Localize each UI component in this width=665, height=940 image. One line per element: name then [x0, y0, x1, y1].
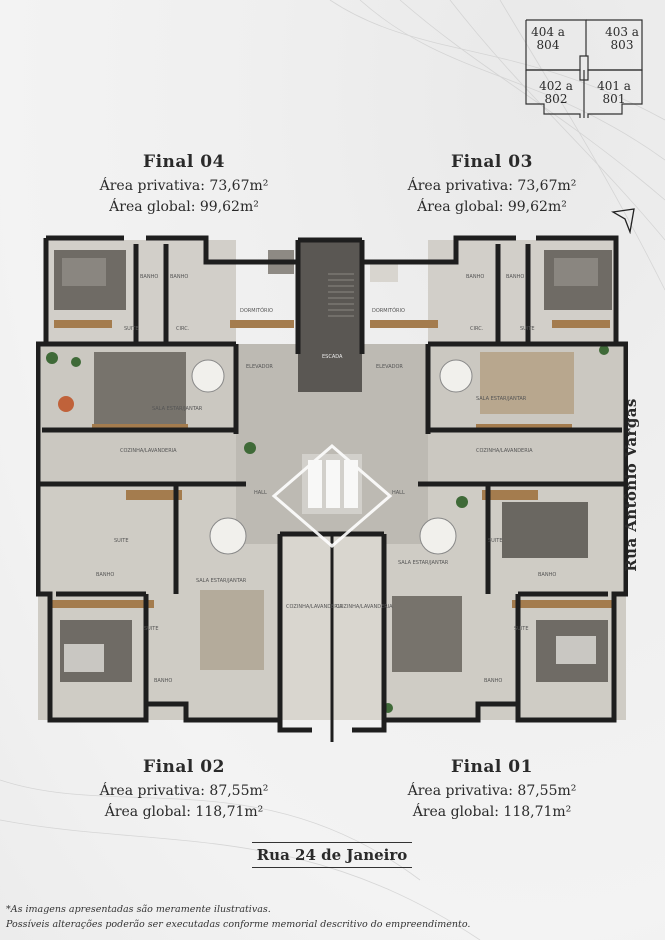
floor-plan: SUITE BANHO BANHO DORMITÓRIO DORMITÓRIO …: [36, 235, 628, 742]
unit-heading-final03: Final 03 Área privativa: 73,67m² Área gl…: [382, 152, 602, 218]
room-label-banho: BANHO: [466, 274, 484, 280]
unit-name: Final 02: [143, 757, 225, 777]
room-label-circ: CIRC.: [176, 326, 190, 332]
street-label-bottom: Rua 24 de Janeiro: [252, 842, 412, 868]
keyplan-text: 803: [610, 38, 634, 52]
keyplan-text: 402 a: [539, 79, 573, 93]
unit-name: Final 03: [451, 152, 533, 172]
area-global: Área global: 118,71m²: [104, 804, 264, 820]
keyplan-label-404: 404 a 804: [528, 26, 568, 52]
room-label-suite: SUITE: [124, 326, 139, 332]
room-label-banho: BANHO: [154, 678, 172, 684]
room-label-banho: BANHO: [484, 678, 502, 684]
room-label-cozinha: COZINHA/LAVANDERIA: [120, 448, 177, 454]
room-label-hall: HALL: [254, 490, 267, 496]
room-label-sala: SALA ESTAR/JANTAR: [196, 578, 247, 584]
keyplan-label-403: 403 a 803: [602, 26, 642, 52]
disclaimer: *As imagens apresentadas são meramente i…: [6, 902, 470, 932]
area-private: Área privativa: 73,67m²: [407, 178, 577, 194]
unit-name: Final 01: [451, 757, 533, 777]
room-label-banho: BANHO: [538, 572, 556, 578]
keyplan-text: 804: [536, 38, 560, 52]
keyplan-label-402: 402 a 802: [536, 80, 576, 106]
room-label-circ: CIRC.: [470, 326, 484, 332]
street-rule-bottom: [252, 867, 412, 868]
unit-heading-final02: Final 02 Área privativa: 87,55m² Área gl…: [74, 757, 294, 823]
room-label-banho: BANHO: [170, 274, 188, 280]
street-name: Rua 24 de Janeiro: [256, 846, 408, 864]
disclaimer-line: *As imagens apresentadas são meramente i…: [6, 904, 271, 915]
room-label-sala: SALA ESTAR/JANTAR: [152, 406, 203, 412]
room-label-banho: BANHO: [140, 274, 158, 280]
disclaimer-line: Possíveis alterações poderão ser executa…: [6, 919, 471, 930]
keyplan-label-401: 401 a 801: [594, 80, 634, 106]
room-label-banho: BANHO: [96, 572, 114, 578]
room-labels: SUITE BANHO BANHO DORMITÓRIO DORMITÓRIO …: [96, 274, 556, 684]
room-label-banho: BANHO: [506, 274, 524, 280]
room-label-sala: SALA ESTAR/JANTAR: [476, 396, 527, 402]
unit-heading-final01: Final 01 Área privativa: 87,55m² Área gl…: [382, 757, 602, 823]
logo-watermark: [271, 444, 393, 548]
walls: [36, 235, 628, 733]
room-label-elevador: ELEVADOR: [246, 364, 273, 370]
keyplan-text: 801: [602, 92, 626, 106]
room-label-suite: SUITE: [514, 626, 529, 632]
keyplan-text: 802: [544, 92, 568, 106]
room-label-sala: SALA ESTAR/JANTAR: [398, 560, 449, 566]
keyplan-text: 404 a: [531, 25, 565, 39]
room-label-suite: SUITE: [520, 326, 535, 332]
street-rule-top: [252, 842, 412, 843]
area-private: Área privativa: 87,55m²: [407, 783, 577, 799]
stair-treads: [328, 273, 354, 317]
unit-heading-final04: Final 04 Área privativa: 73,67m² Área gl…: [74, 152, 294, 218]
room-label-cozinha: COZINHA/LAVANDERIA: [476, 448, 533, 454]
street-label-right: Rua Antônio Vargas: [622, 398, 640, 572]
keyplan-text: 403 a: [605, 25, 639, 39]
area-private: Área privativa: 87,55m²: [99, 783, 269, 799]
room-label-suite: SUITE: [488, 538, 503, 544]
room-label-cozinha: COZINHA/LAVANDERIA: [286, 604, 343, 610]
room-label-dormitorio: DORMITÓRIO: [372, 307, 405, 314]
area-global: Área global: 99,62m²: [109, 199, 259, 215]
room-label-suite: SUITE: [144, 626, 159, 632]
area-global: Área global: 118,71m²: [412, 804, 572, 820]
area-private: Área privativa: 73,67m²: [99, 178, 269, 194]
room-label-dormitorio: DORMITÓRIO: [240, 307, 273, 314]
area-global: Área global: 99,62m²: [417, 199, 567, 215]
north-arrow-icon: [611, 208, 635, 234]
room-label-escada: ESCADA: [322, 354, 343, 360]
keyplan-text: 401 a: [597, 79, 631, 93]
unit-name: Final 04: [143, 152, 225, 172]
keyplan-outline: [525, 19, 643, 118]
room-label-suite: SUITE: [114, 538, 129, 544]
room-label-elevador: ELEVADOR: [376, 364, 403, 370]
unit-keyplan: 404 a 804 403 a 803 402 a 802 401 a 801: [522, 18, 646, 118]
room-label-cozinha: COZINHA/LAVANDERIA: [336, 604, 393, 610]
room-label-hall: HALL: [392, 490, 405, 496]
